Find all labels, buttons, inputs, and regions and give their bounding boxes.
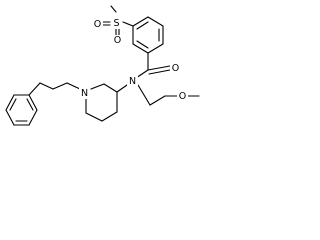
bond-amide-n-c4 xyxy=(116,84,128,93)
ph-bond-5 xyxy=(28,109,38,126)
atom-label-piperidine-n: N xyxy=(81,88,88,99)
amide-carbonyl xyxy=(132,52,171,81)
ring-inner-bond-3 xyxy=(136,40,149,49)
atom-labels: O S O O N N O xyxy=(79,18,188,102)
benzoyl-ring xyxy=(132,16,164,54)
bond-n-ch2 xyxy=(137,84,151,106)
atom-label-carbonyl-o: O xyxy=(172,63,179,74)
bond-carbonyl-o-a xyxy=(147,65,171,71)
pip-bond-2 xyxy=(90,83,105,90)
bond-s-ring xyxy=(122,21,134,27)
ph-inner-bond-3 xyxy=(26,98,34,111)
bond-c3-phenyl xyxy=(28,82,41,96)
ph-bond-2 xyxy=(5,94,15,111)
pip-bond-1 xyxy=(103,83,118,93)
ph-bond-6 xyxy=(28,94,38,111)
phenyl-ring xyxy=(5,94,38,126)
ring-inner-bond-1 xyxy=(136,21,149,30)
atom-label-ether-o: O xyxy=(179,91,186,102)
pip-bond-5 xyxy=(101,111,118,122)
ring-bond-2 xyxy=(147,16,164,27)
ring-bond-5 xyxy=(132,43,149,54)
ph-inner-bond-1 xyxy=(9,98,17,111)
atom-label-amide-n: N xyxy=(129,76,136,87)
bond-ch2-ch2 xyxy=(149,95,166,106)
bond-c1-c2 xyxy=(52,82,68,90)
ph-bond-3 xyxy=(5,109,15,126)
ring-bond-4 xyxy=(147,43,164,54)
bond-c2-c3 xyxy=(39,82,54,90)
bond-methyl-s xyxy=(110,5,117,13)
pip-bond-4 xyxy=(85,112,103,122)
piperidine-ring xyxy=(85,83,128,122)
chemical-structure: O S O O N N O xyxy=(0,0,208,140)
methylsulfonyl-group xyxy=(102,5,134,36)
ring-bond-1 xyxy=(132,16,149,27)
atom-label-sulfur: S xyxy=(113,18,119,29)
bond-carbonyl-o-b xyxy=(148,69,171,75)
atom-label-sulfone-o-left: O xyxy=(94,19,101,30)
bond-n-c1 xyxy=(66,82,81,90)
methoxyethyl-chain xyxy=(137,84,200,106)
phenylpropyl-chain xyxy=(28,82,81,96)
atom-label-sulfone-o-right: O xyxy=(114,35,121,46)
